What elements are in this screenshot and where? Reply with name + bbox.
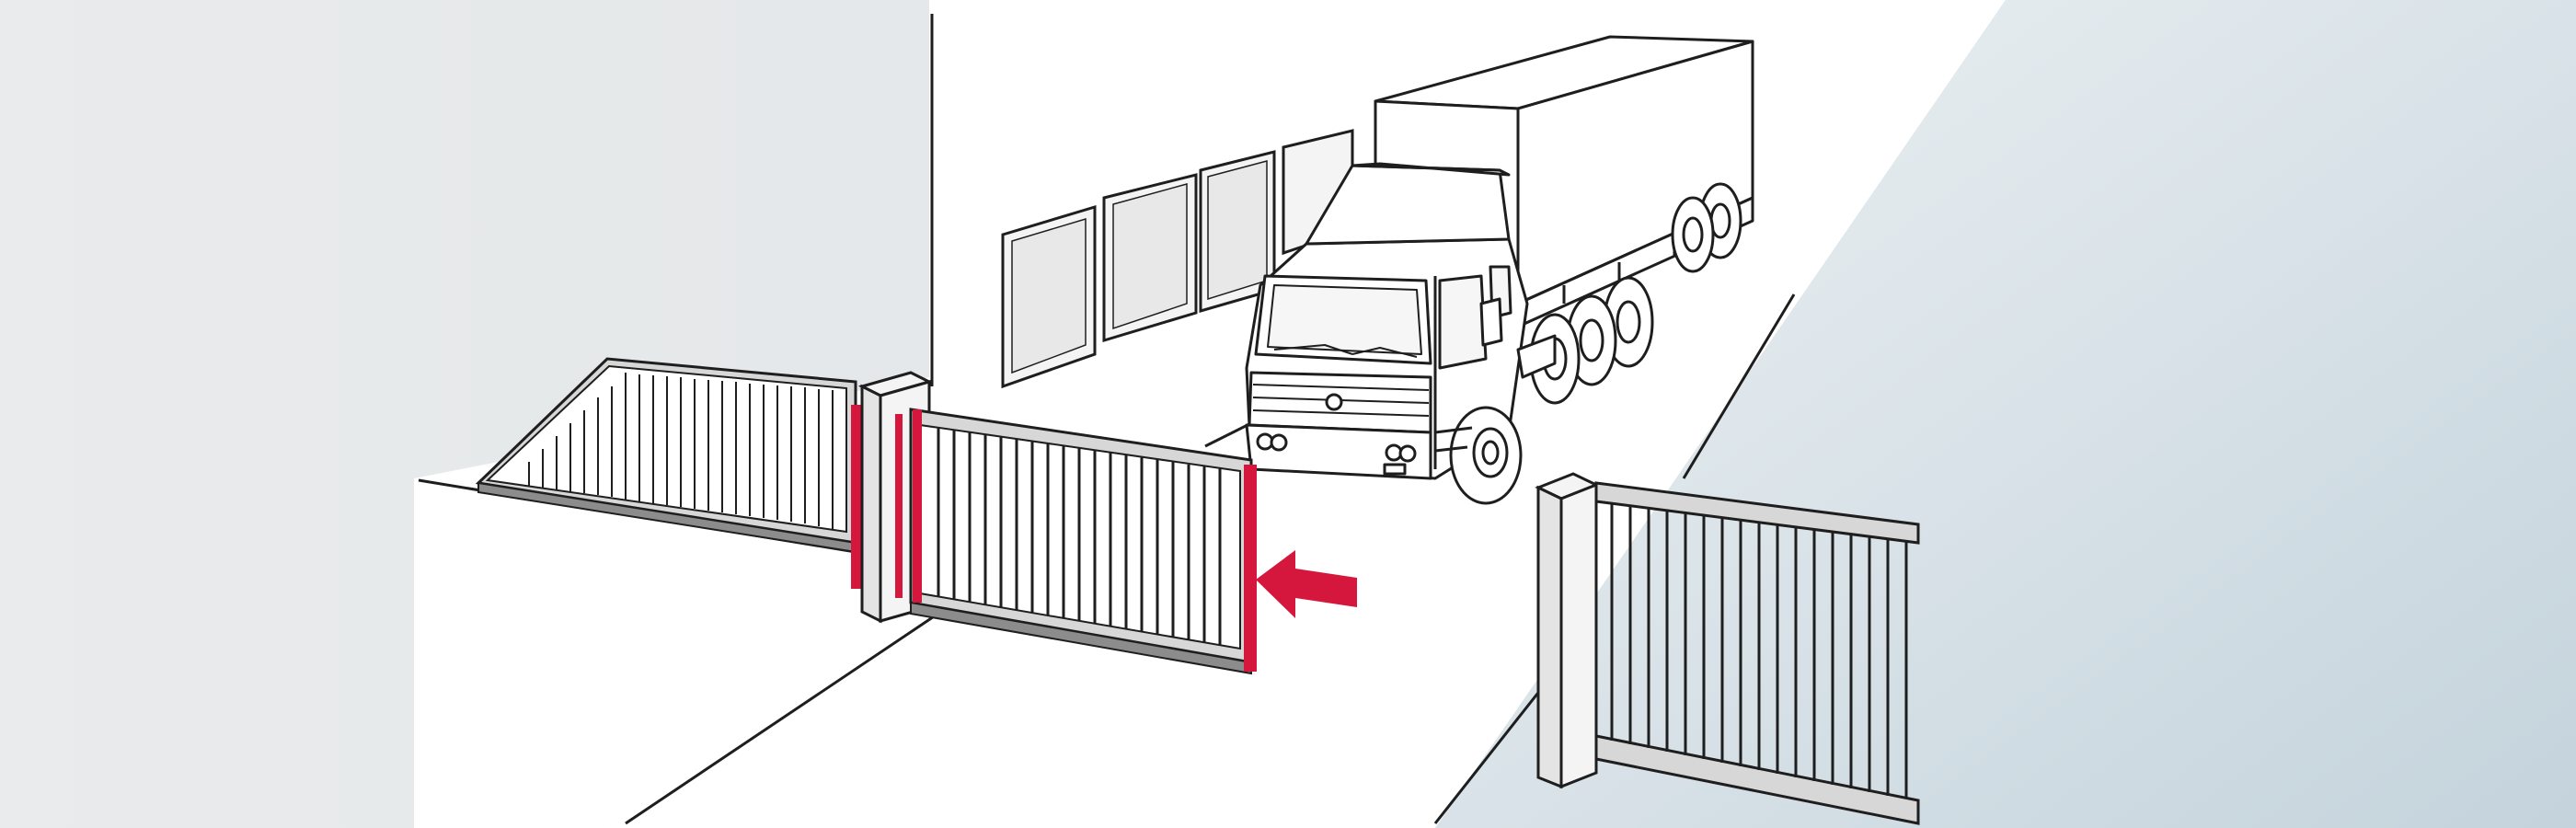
- truck-rear-wheels: [1529, 182, 1742, 405]
- left-gate-bars: [528, 373, 834, 529]
- arrow-left-icon: [1256, 550, 1357, 618]
- right-light-panel: [1435, 0, 2576, 828]
- right-gate-assembly: [1535, 472, 1920, 825]
- sliding-gate-red-edge: [1244, 465, 1257, 672]
- left-gate-red-edge: [851, 405, 862, 589]
- post-red-strip: [895, 414, 903, 598]
- truck: [1245, 35, 1754, 505]
- sliding-gate-bars: [937, 428, 1222, 646]
- sliding-gate: [909, 408, 1257, 675]
- left-gate-panel: [475, 357, 862, 589]
- sliding-gate-rear-red-edge: [913, 409, 922, 603]
- truck-cab: [1245, 162, 1557, 505]
- right-gate-bars: [1610, 504, 1908, 799]
